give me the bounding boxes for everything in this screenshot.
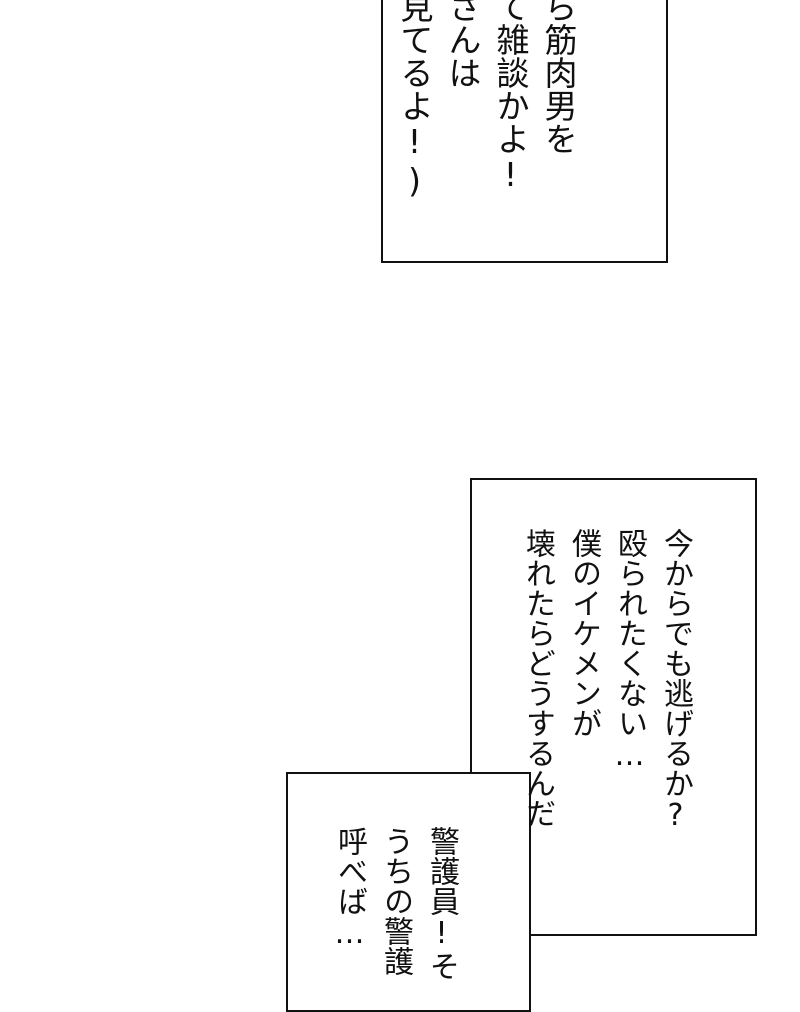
speech-text-lower: 警護員!そ うちの警護 呼べば… — [326, 826, 464, 981]
speech-text-top: ら筋肉男を て雑談かよ! さんは 見てるよ!) — [390, 0, 582, 200]
speech-line: 呼べば… — [332, 826, 367, 951]
speech-line: 殴られたくない… — [612, 528, 647, 773]
speech-line: て雑談かよ! — [491, 0, 530, 194]
speech-line: 今からでも逃げるか? — [658, 528, 693, 833]
speech-line: 警護員!そ — [424, 826, 459, 981]
speech-line: 僕のイケメンが — [566, 528, 601, 738]
speech-line: 見てるよ!) — [395, 0, 434, 200]
speech-line: さんは — [443, 0, 482, 89]
speech-line: うちの警護 — [378, 826, 413, 976]
speech-line: ら筋肉男を — [539, 0, 578, 155]
speech-text-middle: 今からでも逃げるか? 殴られたくない… 僕のイケメンが 壊れたらどうするんだ — [514, 528, 698, 833]
speech-line: 壊れたらどうするんだ — [520, 528, 555, 828]
speech-bubble-top — [381, 0, 668, 263]
bubble-merge-gap — [472, 774, 529, 934]
